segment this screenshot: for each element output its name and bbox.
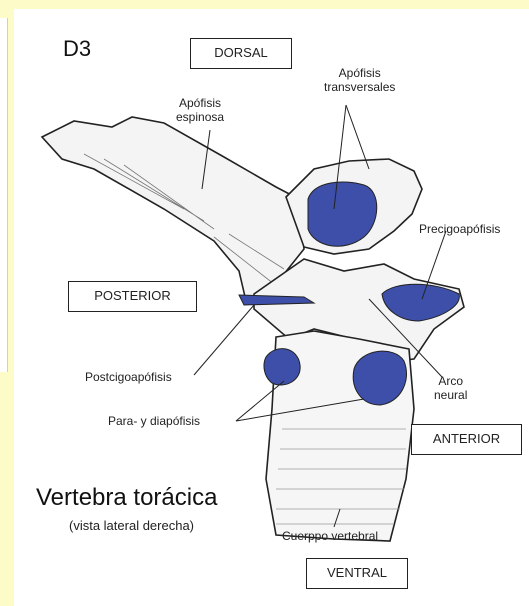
prezygapophysis-label: Precigoapófisis: [419, 222, 500, 236]
left-margin-panel: [0, 18, 8, 372]
spinous-process-label: Apófisis espinosa: [176, 96, 224, 124]
vertebral-body-label: Cuerppo vertebral: [282, 529, 378, 543]
neural-arch-label: Arco neural: [434, 374, 467, 402]
parapophysis-facet: [264, 349, 300, 385]
dorsal-label: DORSAL: [190, 38, 292, 69]
spinous-process-shape: [42, 117, 304, 301]
posterior-label: POSTERIOR: [68, 281, 197, 312]
left-margin-strip: [0, 0, 14, 606]
figure-panel: D3 DORSAL POSTERIOR ANTERIOR VENTRAL Apó…: [14, 9, 529, 606]
figure-title: Vertebra torácica: [36, 484, 217, 512]
ventral-label: VENTRAL: [306, 558, 408, 589]
para-diapophysis-label: Para- y diapófisis: [108, 414, 200, 428]
postzygapophysis-label: Postcigoapófisis: [85, 370, 172, 384]
transverse-processes-label: Apófisis transversales: [324, 66, 395, 94]
anterior-label: ANTERIOR: [411, 424, 522, 455]
figure-subtitle: (vista lateral derecha): [69, 518, 194, 533]
panel-label: D3: [63, 36, 91, 62]
postzygapophysis-facet: [239, 295, 314, 305]
